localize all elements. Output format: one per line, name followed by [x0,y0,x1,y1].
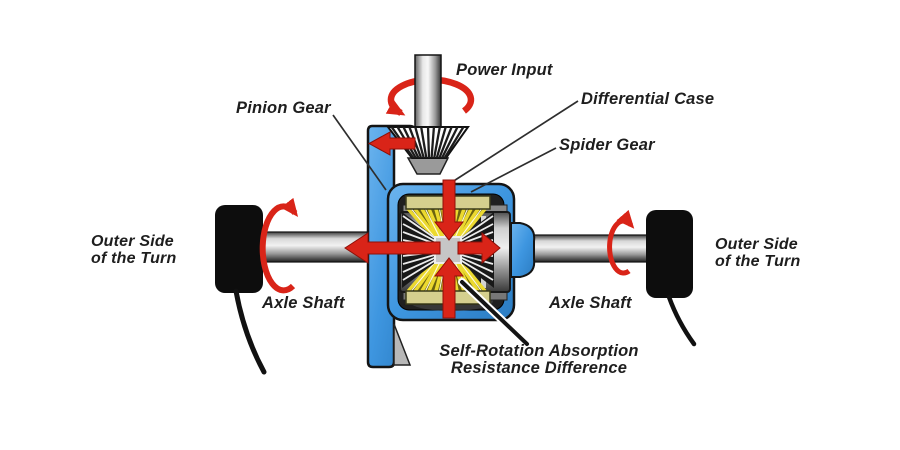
tire-track-right [666,294,697,347]
thrust-arrow-right-short [457,231,501,265]
wheel-right [646,210,693,298]
tire-track-left [233,288,267,375]
label-outer-side-left-line2: of the Turn [91,250,177,267]
leader-differential-case [448,100,579,185]
rotation-arrow-right-wheel [607,209,635,276]
thrust-arrow-down [433,179,465,241]
label-outer-side-right: Outer Side of the Turn [715,236,800,270]
label-axle-shaft-left: Axle Shaft [262,294,345,312]
label-self-rotation-line1: Self-Rotation Absorption [439,342,639,360]
label-pinion-gear: Pinion Gear [236,99,331,117]
thrust-arrow-pinion [367,131,416,156]
leader-spider-gear [470,147,557,193]
wheel-left [215,205,263,293]
label-outer-side-left-line1: Outer Side [91,233,174,250]
leader-lines [332,100,579,193]
thrust-arrow-left-long [344,232,441,264]
label-spider-gear: Spider Gear [559,136,655,154]
case-mount-wedge [393,323,412,366]
power-input-shaft [414,54,442,132]
label-self-rotation-line2: Resistance Difference [450,359,628,377]
label-power-input: Power Input [456,61,553,79]
thrust-arrow-up [433,257,465,319]
thrust-arrows [344,131,501,319]
label-differential-case: Differential Case [581,90,715,108]
rotation-arrow-left-wheel [259,197,299,294]
pinion-gear-graphic [385,126,470,175]
label-axle-shaft-right: Axle Shaft [549,294,632,312]
leader-self-rotation [458,278,531,348]
label-self-rotation: Self-Rotation Absorption Resistance Diff… [420,343,658,377]
leader-pinion-gear [332,114,387,191]
label-outer-side-left: Outer Side of the Turn [91,233,176,267]
label-outer-side-right-line1: Outer Side [715,236,798,253]
label-outer-side-right-line2: of the Turn [715,253,801,270]
